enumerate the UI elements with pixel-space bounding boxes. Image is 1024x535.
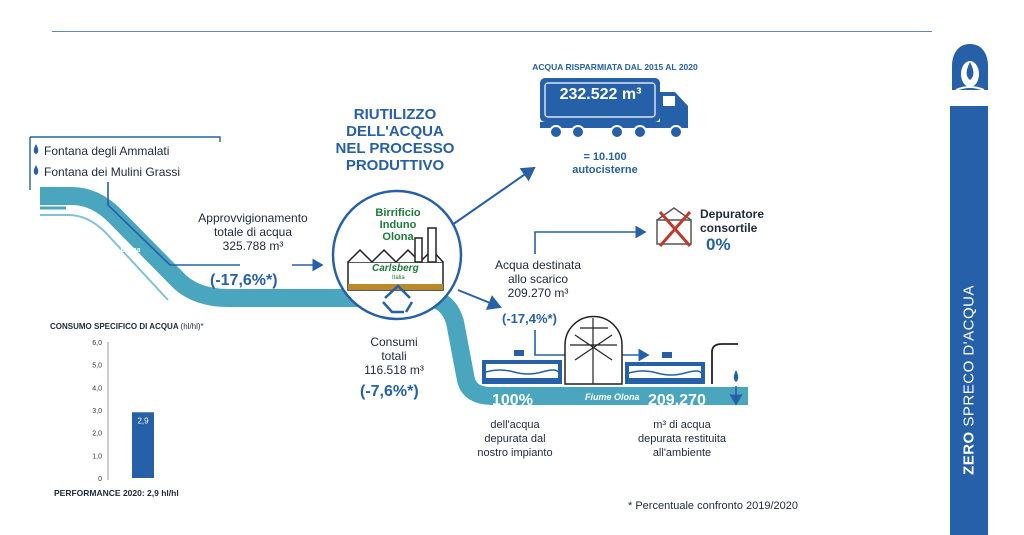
- water-drop-logo-icon: [952, 44, 988, 91]
- chart-tick-label: 0: [98, 476, 102, 483]
- section-title-rest: SPRECO D'ACQUA: [960, 285, 978, 427]
- specific-consumption-chart: 0 1,0 2,0 3,0 4,0 5,0 6,0 2,9: [92, 340, 154, 483]
- chart-bar: [132, 412, 154, 478]
- source-item: Fontana dei Mulini Grassi: [44, 165, 181, 179]
- consortium-title: Depuratore consortile: [700, 207, 765, 235]
- chart-tick-label: 6,0: [92, 340, 102, 347]
- purified-desc: dell'acqua depurata dal nostro impianto: [477, 419, 553, 459]
- consumption-block: Consumi totali 116.518 m³: [364, 335, 424, 377]
- chart-tick-label: 2,0: [92, 431, 102, 438]
- returned-value: 209.270: [648, 392, 706, 409]
- sidebar-banner: [950, 106, 988, 535]
- river-label: Fiume Olona: [98, 247, 141, 254]
- discharge-block: Acqua destinata allo scarico 209.270 m³: [494, 258, 582, 300]
- chart-tick-label: 3,0: [92, 408, 102, 415]
- consortium-value: 0%: [706, 235, 731, 254]
- discharge-change: (-17,4%*): [502, 311, 557, 326]
- supply-value: 325.788 m³: [222, 239, 284, 253]
- footnote: * Percentuale confronto 2019/2020: [628, 500, 799, 512]
- top-divider: [52, 31, 932, 32]
- source-item: Fontana degli Ammalati: [44, 144, 170, 158]
- chart-footer: PERFORMANCE 2020: 2,9 hl/hl: [54, 488, 179, 498]
- supply-change: (-17,6%*): [210, 272, 278, 289]
- treatment-plant-icon: [482, 315, 743, 406]
- saved-title: ACQUA RISPARMIATA DAL 2015 AL 2020: [532, 62, 698, 72]
- brand-logo: Carlsberg: [370, 263, 421, 274]
- chart-tick-label: 4,0: [92, 385, 102, 392]
- brewery-name: Birrificio Induno Olona: [375, 207, 421, 243]
- saved-equivalent: = 10.100 autocisterne: [572, 151, 638, 176]
- water-flow-diagram: 0 1,0 2,0 3,0 4,0 5,0 6,0 2,9: [29, 78, 748, 483]
- drop-icon: [33, 165, 39, 175]
- returned-desc: m³ di acqua depurata restituita all'ambi…: [637, 419, 727, 459]
- crossed-plant-icon: [656, 207, 692, 247]
- chart-tick-label: 5,0: [92, 363, 102, 370]
- chart-tick-label: 1,0: [92, 453, 102, 460]
- brand-sub: Italia: [392, 275, 405, 281]
- section-title-bold: ZERO: [960, 431, 978, 475]
- consumption-change: (-7,6%*): [360, 383, 419, 400]
- section-title: ZERO SPRECO D'ACQUA: [961, 285, 978, 475]
- supply-block: Approvvigionamento totale di acqua 325.7…: [188, 211, 318, 253]
- purified-value: 100%: [492, 392, 533, 409]
- chart-title: CONSUMO SPECIFICO DI ACQUA (hl/hl)*: [50, 322, 204, 331]
- supply-title: totale di acqua: [213, 225, 293, 239]
- recycle-icon: [382, 284, 414, 314]
- chart-data-label: 2,9: [137, 416, 149, 425]
- drop-icon: [33, 144, 39, 154]
- reuse-title: RIUTILIZZO DELL'ACQUA NEL PROCESSO PRODU…: [335, 106, 455, 174]
- river-band: [40, 187, 748, 405]
- saved-value: 232.522 m³: [559, 86, 642, 103]
- supply-title: Approvvigionamento: [198, 211, 308, 225]
- tanker-truck-icon: [540, 78, 688, 139]
- river-label: Fiume Olona: [585, 392, 640, 402]
